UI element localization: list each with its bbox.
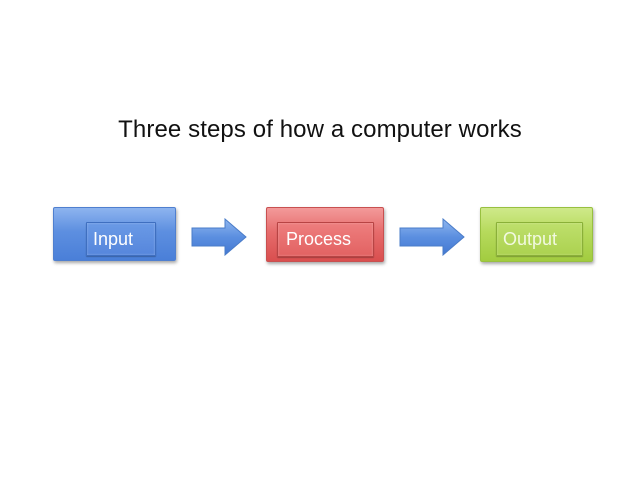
- step-output-box: Output: [480, 207, 593, 262]
- step-process-box: Process: [266, 207, 384, 262]
- step-output-label: Output: [496, 222, 583, 256]
- step-input-box: Input: [53, 207, 176, 261]
- right-arrow-icon: [399, 218, 465, 256]
- slide-title: Three steps of how a computer works: [118, 116, 522, 143]
- step-process-label: Process: [277, 222, 374, 257]
- step-input-label: Input: [86, 222, 156, 256]
- right-arrow-icon: [191, 218, 247, 256]
